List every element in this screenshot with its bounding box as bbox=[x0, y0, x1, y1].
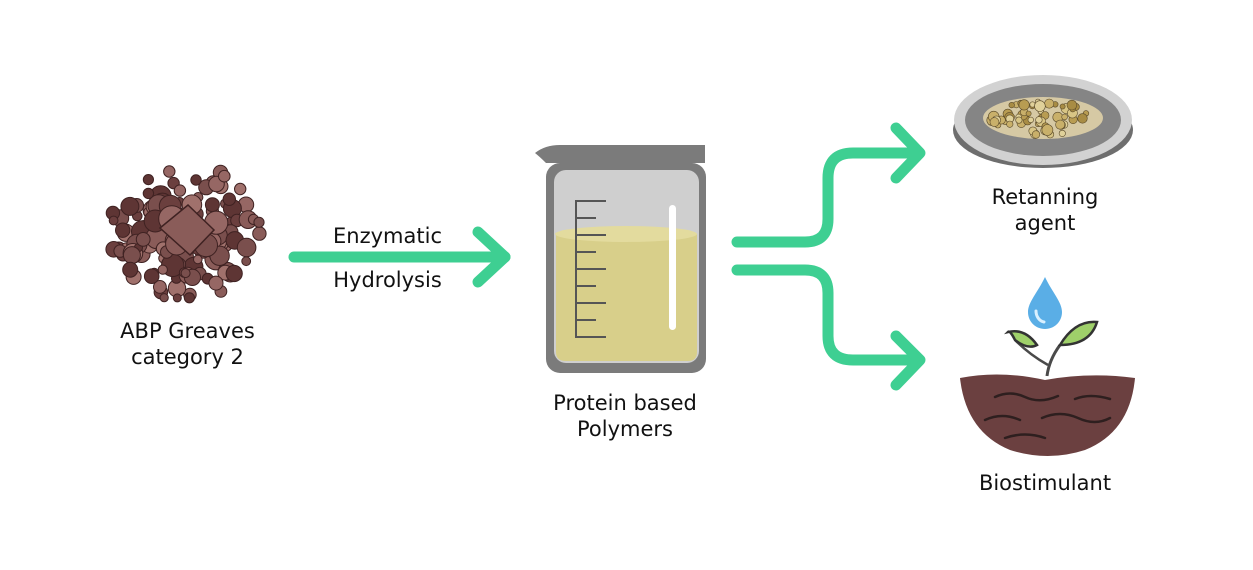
greaves-particle bbox=[204, 197, 220, 213]
branch-arrows bbox=[731, 122, 926, 391]
petri-grain bbox=[1055, 119, 1066, 130]
process-label-line2: Hydrolysis bbox=[333, 268, 442, 292]
greaves-particle bbox=[234, 182, 247, 196]
hydrolysis-arrow bbox=[288, 226, 511, 288]
greaves-particle bbox=[143, 268, 160, 285]
greaves-particle bbox=[208, 275, 224, 291]
greaves-particle bbox=[218, 169, 231, 183]
greaves-particle bbox=[222, 192, 237, 206]
retanning-agent-label: Retanning agent bbox=[955, 184, 1135, 236]
petri-grain bbox=[1066, 99, 1078, 111]
greaves-particle bbox=[163, 165, 176, 178]
petri-grain bbox=[1015, 116, 1023, 124]
petri-grain bbox=[1031, 130, 1041, 139]
petri-grain bbox=[989, 117, 1000, 127]
greaves-particle bbox=[241, 256, 252, 267]
greaves-particle bbox=[252, 226, 267, 241]
greaves-particle bbox=[135, 232, 151, 247]
greaves-particle bbox=[120, 196, 140, 216]
petri-grain bbox=[1059, 103, 1066, 110]
petri-grain bbox=[1044, 98, 1055, 109]
biostimulant-label: Biostimulant bbox=[978, 471, 1112, 495]
petri-grain bbox=[1006, 120, 1014, 128]
source-label: ABP Greaves category 2 bbox=[100, 318, 275, 370]
petri-grain bbox=[1027, 116, 1034, 123]
greaves-particle bbox=[142, 174, 154, 186]
petri-grain bbox=[1034, 100, 1046, 112]
intermediate-label: Protein based Polymers bbox=[530, 390, 720, 442]
plant-soil-icon bbox=[960, 320, 1135, 456]
petri-grain bbox=[1025, 110, 1032, 117]
greaves-particle bbox=[172, 293, 182, 303]
greaves-particle bbox=[225, 264, 243, 283]
greaves-chunk bbox=[158, 203, 216, 257]
retanning-agent-label-line2: agent bbox=[1014, 211, 1076, 235]
greaves-particle bbox=[190, 174, 202, 186]
greaves-particle bbox=[159, 293, 169, 303]
greaves-particle bbox=[173, 184, 187, 197]
retanning-agent-label-line1: Retanning bbox=[991, 185, 1099, 209]
greaves-particle bbox=[122, 261, 139, 278]
greaves-particle bbox=[183, 292, 195, 304]
greaves-particle bbox=[115, 222, 131, 238]
petri-grain bbox=[1008, 101, 1015, 109]
process-label-line1: Enzymatic bbox=[333, 224, 442, 248]
greaves-particle bbox=[142, 187, 155, 200]
petri-grain bbox=[1035, 116, 1043, 124]
greaves-particle bbox=[253, 216, 265, 228]
source-label-line2: category 2 bbox=[131, 345, 244, 369]
source-label-line1: ABP Greaves bbox=[120, 319, 255, 343]
greaves-particle bbox=[122, 246, 141, 265]
petri-grain bbox=[1041, 124, 1054, 136]
intermediate-label-line1: Protein based bbox=[553, 391, 697, 415]
greaves-particle bbox=[153, 280, 167, 294]
greaves-pile-icon bbox=[105, 164, 267, 304]
intermediate-label-line2: Polymers bbox=[577, 417, 673, 441]
petri-grain bbox=[1061, 113, 1068, 121]
petri-grain bbox=[1018, 99, 1030, 111]
water-drop-highlight bbox=[1034, 309, 1046, 324]
greaves-particle bbox=[108, 215, 119, 226]
petri-dish-icon bbox=[953, 75, 1133, 168]
petri-grain bbox=[1058, 129, 1066, 137]
greaves-particle bbox=[180, 268, 191, 279]
greaves-particle bbox=[157, 264, 168, 275]
greaves-particle bbox=[236, 237, 257, 258]
beaker-icon bbox=[535, 145, 706, 373]
petri-grain bbox=[1077, 113, 1088, 124]
greaves-particle bbox=[193, 254, 203, 265]
